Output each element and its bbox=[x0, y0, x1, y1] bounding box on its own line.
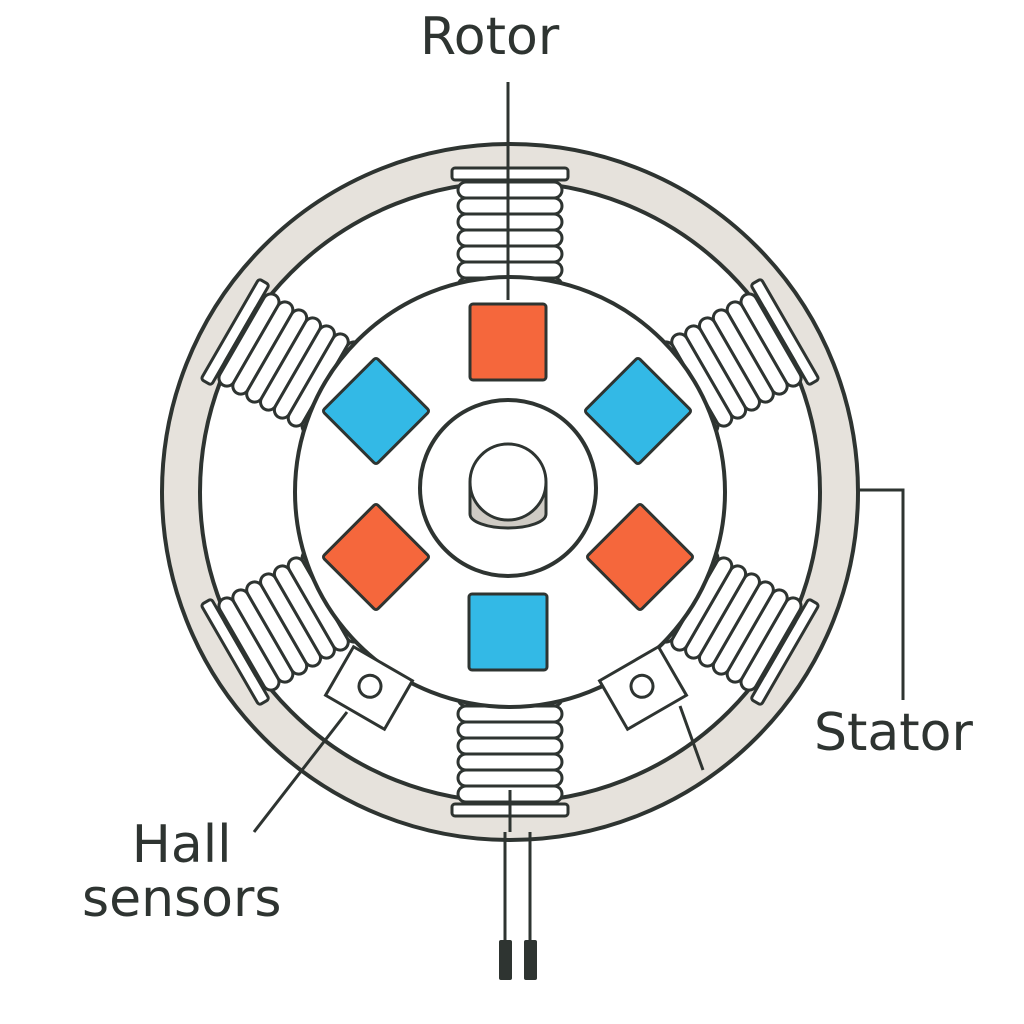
label-leader-lines bbox=[252, 82, 905, 833]
magnet-north-top bbox=[468, 302, 548, 382]
magnet-south-upper-right bbox=[584, 357, 692, 465]
rotor-magnets bbox=[322, 302, 694, 672]
lead-wire-connector-right bbox=[524, 940, 537, 980]
stator-label: Stator bbox=[814, 703, 973, 763]
magnet-south-upper-left bbox=[322, 357, 430, 465]
magnet-south-bottom bbox=[467, 592, 549, 672]
rotor-label: Rotor bbox=[420, 7, 560, 67]
hall-sensors-label: Hall sensors bbox=[82, 818, 281, 926]
magnet-north-lower-left bbox=[322, 503, 430, 611]
lead-wire-connector-left bbox=[499, 940, 512, 980]
hall-sensors-label-line1: Hall bbox=[131, 815, 232, 875]
hall-leader-line bbox=[252, 711, 349, 833]
lead-wires bbox=[499, 705, 705, 980]
hall-sensors-label-line2: sensors bbox=[82, 869, 282, 930]
stator-leader-line bbox=[858, 488, 905, 700]
magnet-north-lower-right bbox=[586, 503, 694, 611]
shaft bbox=[468, 442, 548, 530]
